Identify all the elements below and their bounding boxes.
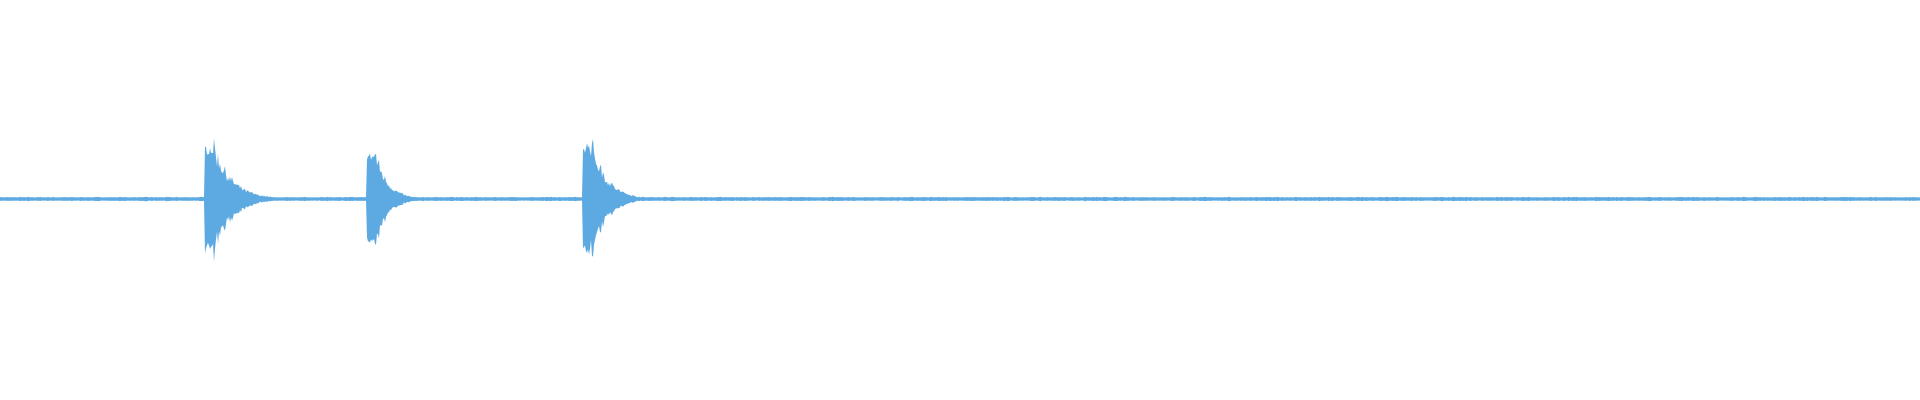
waveform-bars (0, 138, 1920, 262)
